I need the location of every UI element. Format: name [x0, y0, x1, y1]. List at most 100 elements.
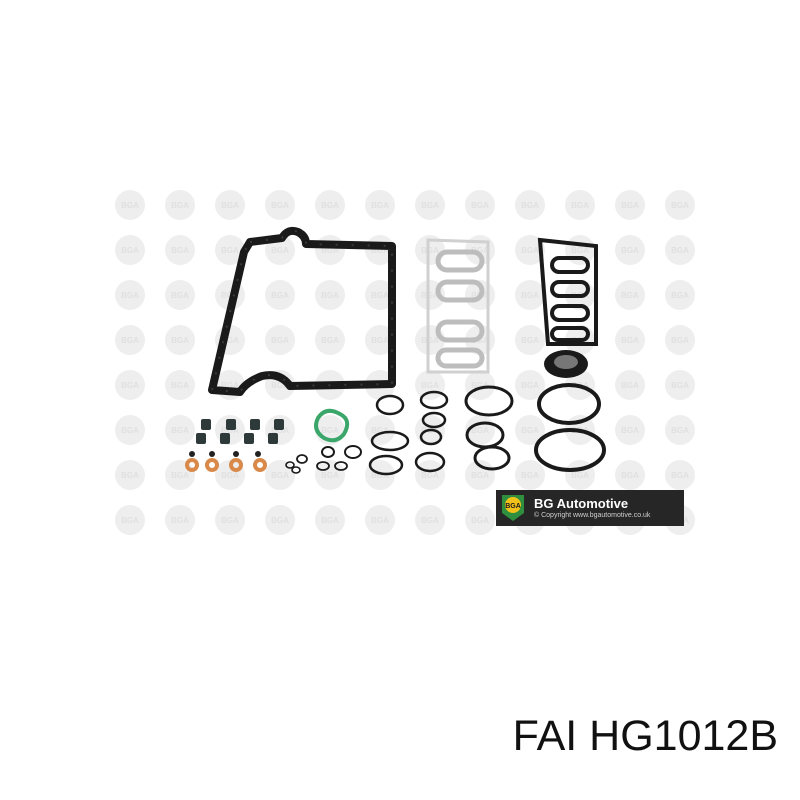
svg-text:BGA: BGA [671, 291, 689, 300]
watermark-mark: BGA [415, 505, 445, 535]
svg-text:BGA: BGA [271, 246, 289, 255]
svg-text:BGA: BGA [171, 381, 189, 390]
watermark-mark: BGA [115, 415, 145, 445]
watermark-mark: BGA [315, 190, 345, 220]
svg-text:BGA: BGA [471, 381, 489, 390]
svg-text:BGA: BGA [121, 381, 139, 390]
svg-text:BGA: BGA [121, 336, 139, 345]
svg-text:BGA: BGA [671, 246, 689, 255]
watermark-mark: BGA [665, 460, 695, 490]
watermark-mark: BGA [515, 235, 545, 265]
watermark-mark: BGA [265, 325, 295, 355]
svg-text:BGA: BGA [321, 201, 339, 210]
svg-text:BGA: BGA [671, 336, 689, 345]
watermark-mark: BGA [665, 190, 695, 220]
watermark-mark: BGA [215, 460, 245, 490]
svg-text:BGA: BGA [421, 381, 439, 390]
watermark-mark: BGA [615, 370, 645, 400]
svg-text:BGA: BGA [121, 201, 139, 210]
svg-text:BGA: BGA [521, 381, 539, 390]
watermark-mark: BGA [515, 370, 545, 400]
svg-text:BGA: BGA [121, 246, 139, 255]
bga-logo: BGA [502, 495, 524, 521]
watermark-mark: BGA [615, 235, 645, 265]
watermark-mark: BGA [515, 460, 545, 490]
svg-text:BGA: BGA [321, 426, 339, 435]
svg-text:BGA: BGA [171, 246, 189, 255]
product-caption: FAI HG1012B [513, 712, 778, 761]
part-number: HG1012B [589, 712, 778, 760]
intake-manifold-gasket [537, 237, 598, 346]
svg-text:BGA: BGA [621, 201, 639, 210]
watermark-mark: BGA [115, 190, 145, 220]
svg-text:BGA: BGA [221, 246, 239, 255]
svg-text:BGA: BGA [371, 291, 389, 300]
valve-cover-gasket [208, 226, 396, 396]
svg-text:BGA: BGA [221, 201, 239, 210]
svg-text:BGA: BGA [221, 336, 239, 345]
watermark-mark: BGA [215, 190, 245, 220]
watermark-mark: BGA [515, 325, 545, 355]
svg-text:BGA: BGA [521, 426, 539, 435]
watermark-mark: BGA [115, 235, 145, 265]
watermark-mark: BGA [465, 505, 495, 535]
watermark-mark: BGA [665, 325, 695, 355]
svg-text:BGA: BGA [521, 291, 539, 300]
svg-text:BGA: BGA [471, 426, 489, 435]
svg-text:BGA: BGA [321, 246, 339, 255]
svg-text:BGA: BGA [221, 381, 239, 390]
svg-text:BGA: BGA [171, 201, 189, 210]
watermark-mark: BGA [165, 280, 195, 310]
svg-text:BGA: BGA [421, 291, 439, 300]
svg-text:BGA: BGA [371, 336, 389, 345]
svg-text:BGA: BGA [371, 201, 389, 210]
svg-text:BGA: BGA [121, 426, 139, 435]
svg-text:BGA: BGA [471, 201, 489, 210]
svg-text:BGA: BGA [521, 336, 539, 345]
watermark-mark: BGA [165, 505, 195, 535]
valve-stem-seals [196, 419, 284, 444]
watermark-mark: BGA [365, 280, 395, 310]
badge-title: BG Automotive [534, 496, 629, 511]
svg-text:BGA: BGA [671, 426, 689, 435]
svg-text:BGA: BGA [621, 291, 639, 300]
watermark-mark: BGA [165, 235, 195, 265]
svg-text:BGA: BGA [321, 516, 339, 525]
watermark-mark: BGA [515, 280, 545, 310]
svg-text:BGA: BGA [321, 291, 339, 300]
svg-text:BGA: BGA [271, 291, 289, 300]
svg-text:BGA: BGA [321, 471, 339, 480]
svg-text:BGA: BGA [321, 336, 339, 345]
svg-text:BGA: BGA [571, 201, 589, 210]
bg-automotive-badge: BGA BG Automotive © Copyright www.bgauto… [496, 490, 684, 526]
watermark-mark: BGA [115, 460, 145, 490]
watermark-mark: BGA [165, 325, 195, 355]
svg-text:BGA: BGA [421, 201, 439, 210]
exhaust-manifold-gasket [426, 238, 490, 374]
svg-text:BGA: BGA [421, 246, 439, 255]
watermark-mark: BGA [665, 370, 695, 400]
watermark-mark: BGA [165, 415, 195, 445]
svg-text:BGA: BGA [471, 336, 489, 345]
badge-copyright: © Copyright www.bgautomotive.co.uk [534, 512, 651, 519]
watermark-mark: BGA [665, 235, 695, 265]
watermark-mark: BGA [365, 325, 395, 355]
svg-text:BGA: BGA [621, 471, 639, 480]
watermark-mark: BGA [115, 325, 145, 355]
green-seal [314, 408, 350, 443]
watermark-mark: BGA [415, 460, 445, 490]
watermark-mark: BGA [365, 460, 395, 490]
svg-text:BGA: BGA [171, 291, 189, 300]
small-parts [189, 451, 261, 457]
svg-text:BGA: BGA [471, 471, 489, 480]
svg-text:BGA: BGA [621, 246, 639, 255]
watermark-mark: BGA [165, 370, 195, 400]
watermark-mark: BGA [515, 415, 545, 445]
svg-text:BGA: BGA [371, 471, 389, 480]
svg-text:BGA: BGA [121, 471, 139, 480]
watermark-mark: BGA [365, 190, 395, 220]
svg-text:BGA: BGA [671, 201, 689, 210]
watermark-mark: BGA [165, 190, 195, 220]
